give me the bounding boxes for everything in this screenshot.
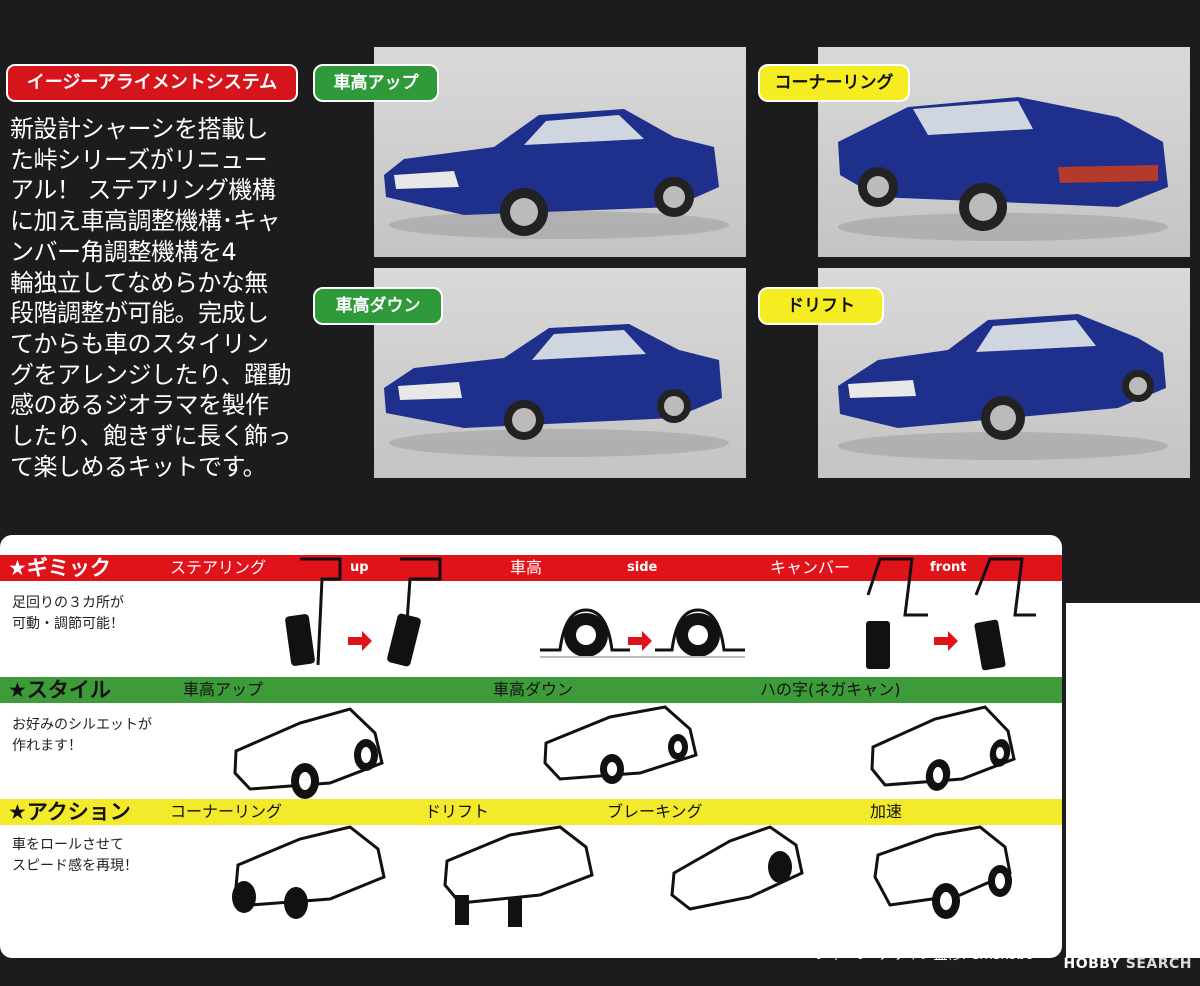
description-line: アル！ ステアリング機構 [10,176,276,205]
tag-raise: 車高アップ [313,64,439,102]
watermark-part: SEARCH [1120,956,1192,972]
car-outline-icon [234,825,386,907]
page-edge [1066,603,1200,958]
description-line: ンバー角調整機構を4 [10,237,237,266]
car-outline-icon [873,825,1012,907]
style-label-lower: 車高ダウン [493,680,574,699]
action-title: ★アクション [8,800,131,824]
action-band: ★アクション コーナーリング ドリフト ブレーキング 加速 [0,799,1062,825]
description-line: た峠シリーズがリニュー [10,145,268,174]
style-title: ★スタイル [8,678,111,702]
arrow-icon [348,631,372,651]
style-label-negcamber: ハの字(ネガキャン) [760,680,901,699]
car-photo-drift [818,268,1190,478]
gimmick-label-steering: ステアリング [170,558,267,577]
gimmick-sub-front: front [930,560,967,575]
system-title: イージーアライメントシステム [6,64,298,102]
style-note: お好みのシルエットが 作れます！ [12,715,152,757]
watermark: HOBBY SEARCH [1064,956,1192,972]
gimmick-note-line: 可動・調節可能！ [12,616,124,632]
gimmick-sub-up: up [350,560,369,575]
tag-drift: ドリフト [758,287,884,325]
action-note-line: 車をロールさせて [12,837,124,853]
action-label-accel: 加速 [870,802,903,821]
car-outline-icon [670,825,804,911]
gimmick-label-camber: キャンバー [770,558,851,577]
tag-cornering: コーナーリング [758,64,910,102]
car-outline-icon [233,707,384,791]
gimmick-panel: ★ギミック ステアリング up 車高 side キャンバー front 足回りの… [0,535,1062,958]
gimmick-note-line: 足回りの３カ所が [12,595,124,611]
gimmick-note: 足回りの３カ所が 可動・調節可能！ [12,593,124,635]
car-outline-icon [870,705,1016,787]
gimmick-band: ★ギミック ステアリング up 車高 side キャンバー front [0,555,1062,581]
style-band: ★スタイル 車高アップ 車高ダウン ハの字(ネガキャン) [0,677,1062,703]
action-diagrams [232,825,1012,927]
gimmick-title: ★ギミック [8,556,111,580]
tag-lower: 車高ダウン [313,287,443,325]
description-line: 段階調整が可能。完成し [10,299,269,328]
credit-text: シャーシ･デザイン監修: emskobo [814,947,1034,963]
description-line: 新設計シャーシを搭載し [10,115,269,143]
description-line: したり、飽きずに長く飾っ [10,422,292,451]
blue-sedan-image [838,314,1168,460]
gimmick-sub-side: side [627,560,658,575]
description-line: て楽しめるキットです。 [10,452,267,481]
description-line: 感のあるジオラマを製作 [10,391,269,420]
arrow-icon [934,631,958,651]
description: 新設計シャーシを搭載し た峠シリーズがリニュー アル！ ステアリング機構 に加え… [10,114,310,482]
style-note-line: お好みのシルエットが [12,717,152,733]
description-line: に加え車高調整機構･キャ [10,207,281,236]
description-line: 輪独立してなめらかな無 [10,268,268,297]
style-diagrams [233,705,1016,799]
car-photo-raised [374,47,746,257]
action-label-drift: ドリフト [425,802,490,821]
style-note-line: 作れます！ [12,738,82,754]
gimmick-diagrams [285,557,1036,671]
blue-sedan-image [384,324,729,457]
action-label-braking: ブレーキング [607,802,703,821]
car-outline-icon [543,705,698,781]
arrow-icon [628,631,652,651]
blue-sedan-image [384,109,729,239]
description-line: てからも車のスタイリン [10,329,269,358]
style-label-raise: 車高アップ [183,680,264,699]
description-line: グをアレンジしたり、躍動 [10,360,292,389]
gimmick-label-height: 車高 [510,558,543,577]
action-note-line: スピード感を再現！ [12,858,138,874]
car-outline-icon [443,825,594,905]
action-label-cornering: コーナーリング [170,802,283,821]
action-note: 車をロールさせて スピード感を再現！ [12,835,138,877]
watermark-part: HOBBY [1063,956,1121,972]
blue-sedan-image [838,97,1168,241]
